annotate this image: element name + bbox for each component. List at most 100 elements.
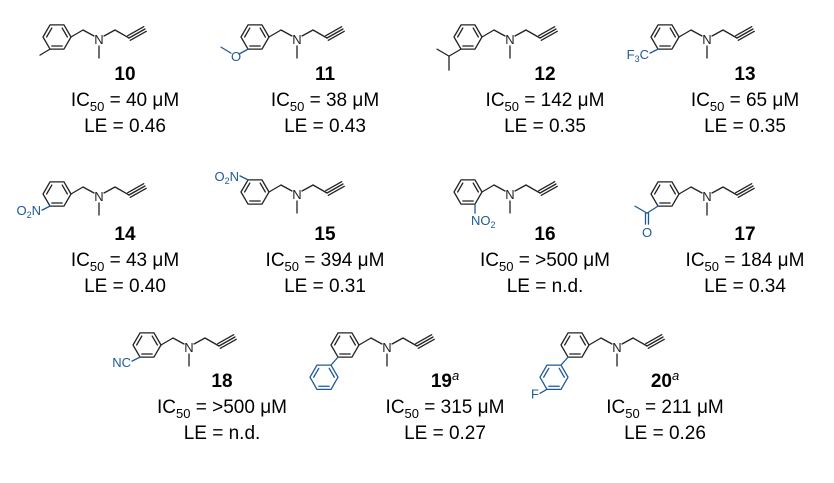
alkyne-bond	[326, 183, 344, 194]
nitrogen-atom-label: N	[505, 187, 514, 202]
methyl-bond	[634, 205, 648, 214]
alkyne-bond	[127, 183, 145, 194]
alkyne-bond	[736, 28, 754, 39]
ic50-value: IC50 = 142 μM	[486, 90, 605, 114]
bond	[588, 337, 602, 346]
bond	[525, 184, 541, 194]
phenyl-ring	[309, 364, 339, 391]
benzene-ring	[42, 24, 72, 50]
aromatic-bond	[456, 182, 464, 193]
bond	[172, 337, 185, 345]
ligand-efficiency-value: LE = n.d.	[184, 423, 261, 444]
benzene-ring	[650, 24, 680, 50]
aromatic-bond	[653, 27, 661, 38]
structure: NO	[220, 24, 345, 64]
aromatic-bond	[456, 27, 464, 38]
nitrogen-atom-label: N	[702, 32, 711, 47]
bond	[280, 29, 293, 37]
aromatic-bond	[472, 27, 480, 38]
bond	[70, 29, 84, 38]
ligand-efficiency-value: LE = 0.43	[284, 116, 366, 137]
bond	[82, 186, 95, 194]
bond	[268, 184, 282, 193]
compound-number: 10	[114, 64, 135, 85]
alkyne-bond	[218, 336, 236, 347]
bond	[114, 186, 130, 196]
bond	[690, 29, 703, 37]
bond	[82, 29, 95, 37]
aromatic-bond	[259, 182, 267, 193]
ligand-efficiency-value: LE = 0.27	[404, 423, 486, 444]
ic50-value: IC50 = 65 μM	[691, 90, 799, 114]
nitrogen-atom-label: N	[612, 340, 621, 355]
alkyne-bond	[647, 338, 665, 349]
alkyne-bond	[417, 338, 435, 349]
alkyne-bond	[737, 30, 755, 41]
bond	[600, 337, 613, 345]
ic50-value: IC50 = >500 μM	[157, 397, 287, 421]
aromatic-bond	[472, 182, 480, 193]
aromatic-bond	[669, 27, 677, 38]
aromatic-bond	[349, 335, 357, 346]
bond	[330, 356, 339, 366]
alkyne-bond	[538, 26, 556, 37]
alkyne-bond	[325, 26, 343, 37]
ligand-efficiency-value: LE = 0.34	[704, 276, 786, 297]
bond	[481, 184, 495, 193]
oxygen-atom-label: O	[231, 49, 241, 64]
methyl-bond	[39, 48, 51, 56]
nitrogen-atom-label: N	[184, 340, 193, 355]
alkyne-bond	[645, 334, 663, 345]
nitrogen-atom-label: N	[292, 32, 301, 47]
nitrogen-atom-label: N	[382, 340, 391, 355]
structure: NO	[634, 181, 755, 240]
bond	[722, 29, 738, 39]
compound-number: 15	[314, 224, 336, 245]
benzene-ring	[560, 332, 590, 358]
bond	[539, 388, 548, 395]
ic50-value: IC50 = 315 μM	[386, 397, 505, 421]
alkyne-bond	[327, 185, 345, 196]
structure: N	[39, 24, 147, 59]
compound-number: 14	[114, 224, 136, 245]
aromatic-bond	[328, 367, 336, 378]
cyano-label: NC	[112, 355, 131, 370]
bond	[41, 205, 51, 211]
aromatic-bond	[259, 27, 267, 38]
aromatic-bond	[653, 184, 661, 195]
nitrogen-atom-label: N	[94, 189, 103, 204]
bond	[131, 356, 141, 362]
phenyl-ring	[539, 364, 569, 391]
alkyne-bond	[735, 183, 753, 194]
bond	[193, 337, 206, 345]
aromatic-bond	[333, 335, 341, 346]
bond	[239, 175, 249, 181]
trifluoromethyl-label: F3C	[627, 47, 649, 64]
bond	[70, 186, 84, 195]
ic50-value: IC50 = >500 μM	[480, 250, 610, 274]
bond	[301, 184, 314, 192]
alkyne-bond	[217, 334, 235, 345]
alkyne-bond	[326, 28, 344, 39]
benzene-ring	[330, 332, 360, 358]
bond	[114, 29, 130, 39]
alkyne-bond	[539, 28, 557, 39]
ligand-efficiency-value: LE = 0.46	[84, 116, 166, 137]
aromatic-bond	[542, 367, 550, 378]
aromatic-bond	[45, 27, 53, 38]
alkyne-bond	[127, 26, 145, 37]
alkyne-bond	[735, 26, 753, 37]
bond	[268, 29, 282, 38]
bond	[280, 184, 293, 192]
bond	[204, 337, 220, 347]
alkyne-bond	[736, 185, 754, 196]
aromatic-bond	[563, 335, 571, 346]
ligand-efficiency-value: LE = 0.26	[624, 423, 706, 444]
